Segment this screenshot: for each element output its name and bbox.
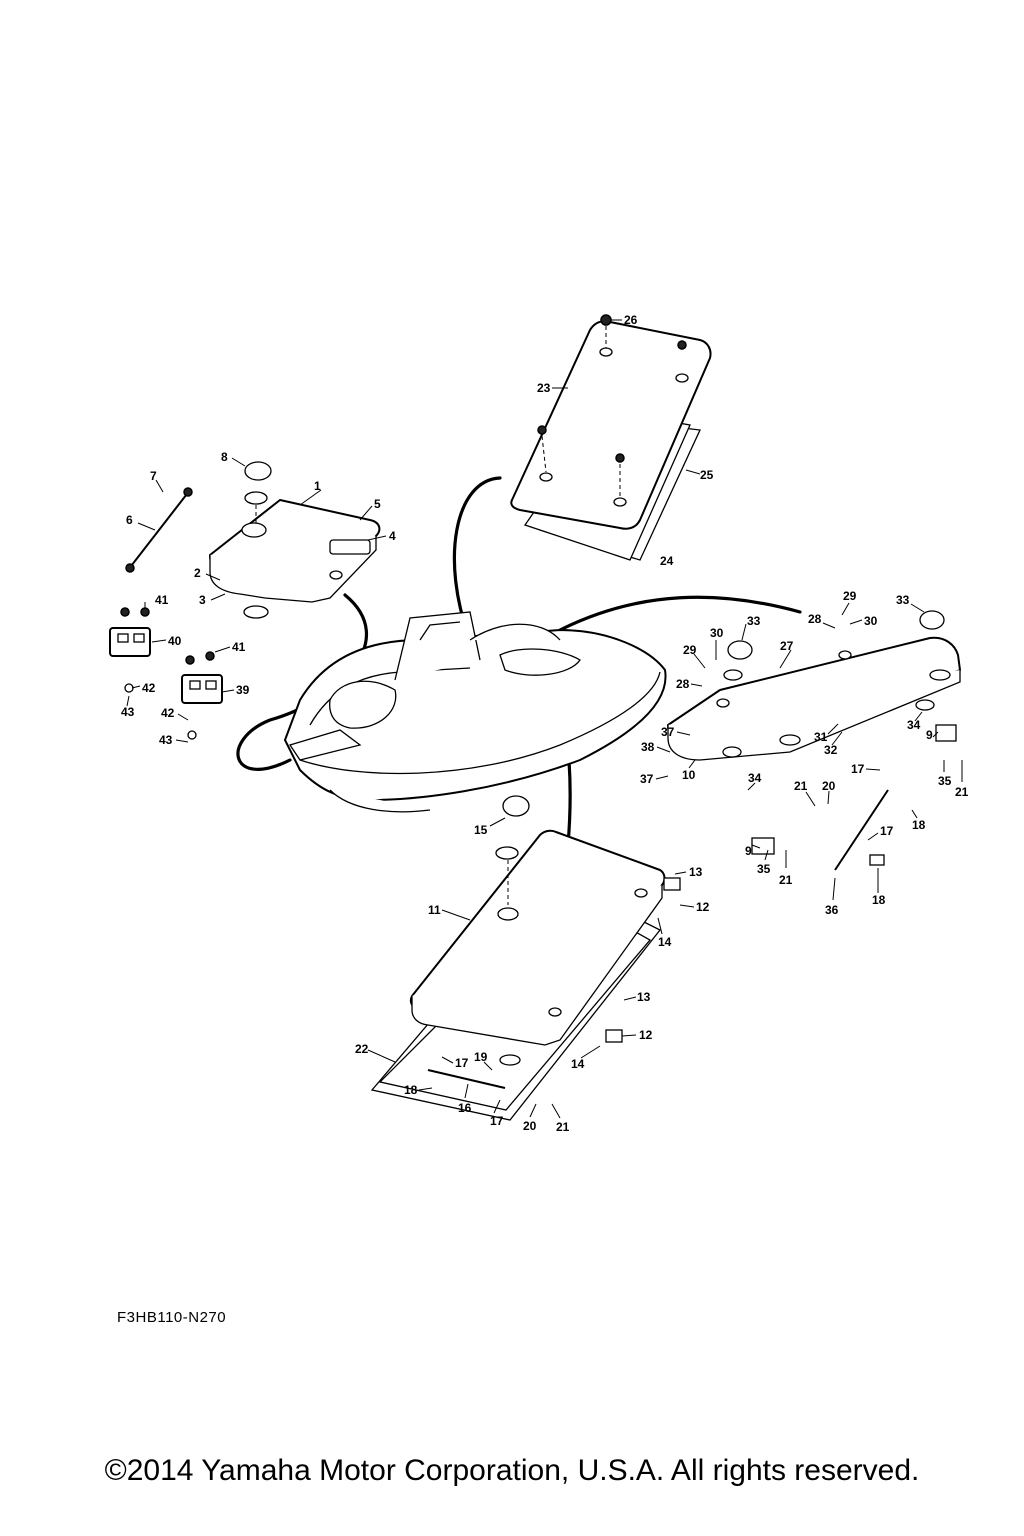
- callout-13-lower: 13: [637, 990, 651, 1004]
- callout-25: 25: [700, 468, 714, 482]
- callout-11: 11: [428, 903, 441, 917]
- callout-41-b: 41: [232, 640, 246, 654]
- callout-14-upper: 14: [658, 935, 672, 949]
- callout-35-a: 35: [757, 862, 771, 876]
- callout-28-b: 28: [808, 612, 822, 626]
- callout-7: 7: [150, 469, 157, 483]
- callout-39: 39: [236, 683, 250, 697]
- top-hatch-assembly: [510, 314, 712, 561]
- callout-37-b: 37: [640, 772, 654, 786]
- callout-17-d: 17: [880, 824, 894, 838]
- drawing-code: F3HB110-N270: [117, 1309, 227, 1326]
- callout-33-a: 33: [747, 614, 761, 628]
- callout-9-left: 9: [745, 844, 752, 858]
- callout-40: 40: [168, 634, 182, 648]
- callout-10: 10: [682, 768, 696, 782]
- callout-21-a: 21: [556, 1120, 570, 1134]
- callout-37-a: 37: [661, 725, 675, 739]
- callout-21-b: 21: [794, 779, 808, 793]
- callout-19: 19: [474, 1050, 488, 1064]
- callout-18-c: 18: [872, 893, 886, 907]
- callout-21-c: 21: [779, 873, 793, 887]
- callout-4: 4: [389, 529, 396, 543]
- bow-lid-assembly: [125, 461, 381, 619]
- callout-34-a: 34: [748, 771, 762, 785]
- callout-20-b: 20: [822, 779, 836, 793]
- callout-36: 36: [825, 903, 839, 917]
- callout-12-upper: 12: [696, 900, 710, 914]
- callouts: 1 2 3 4 5 6 7 8 9 9 10 11 12 12 13 13 14…: [121, 313, 969, 1134]
- callout-20-a: 20: [523, 1119, 537, 1133]
- callout-42-b: 42: [161, 706, 175, 720]
- callout-41-a: 41: [155, 593, 169, 607]
- callout-18-b: 18: [912, 818, 926, 832]
- callout-30-b: 30: [864, 614, 878, 628]
- copyright-notice: ©2014 Yamaha Motor Corporation, U.S.A. A…: [104, 1454, 920, 1487]
- callout-8: 8: [221, 450, 228, 464]
- callout-43-b: 43: [159, 733, 173, 747]
- callout-33-b: 33: [896, 593, 910, 607]
- callout-9-right: 9: [926, 728, 933, 742]
- callout-24: 24: [660, 554, 674, 568]
- callout-1: 1: [314, 479, 321, 493]
- callout-15: 15: [474, 823, 488, 837]
- callout-18-a: 18: [404, 1083, 418, 1097]
- callout-35-b: 35: [938, 774, 952, 788]
- callout-17-b: 17: [490, 1114, 504, 1128]
- callout-34-b: 34: [907, 718, 921, 732]
- callout-16: 16: [458, 1101, 472, 1115]
- callout-21-d: 21: [955, 785, 969, 799]
- callout-26: 26: [624, 313, 638, 327]
- callout-27: 27: [780, 639, 794, 653]
- boat-hull: [284, 611, 667, 813]
- callout-22: 22: [355, 1042, 369, 1056]
- callout-29-a: 29: [683, 643, 697, 657]
- callout-17-a: 17: [455, 1056, 469, 1070]
- callout-29-b: 29: [843, 589, 857, 603]
- callout-31: 31: [814, 730, 828, 744]
- callout-28-a: 28: [676, 677, 690, 691]
- callout-5: 5: [374, 497, 381, 511]
- callout-17-c: 17: [851, 762, 865, 776]
- callout-23: 23: [537, 381, 551, 395]
- callout-32: 32: [824, 743, 838, 757]
- callout-38: 38: [641, 740, 655, 754]
- callout-30-a: 30: [710, 626, 724, 640]
- callout-3: 3: [199, 593, 206, 607]
- callout-13-upper: 13: [689, 865, 703, 879]
- callout-6: 6: [126, 513, 133, 527]
- callout-42-a: 42: [142, 681, 156, 695]
- callout-2: 2: [194, 566, 201, 580]
- stern-lid-assembly: [667, 610, 961, 871]
- callout-14-lower: 14: [571, 1057, 585, 1071]
- cockpit-lid-assembly: [370, 795, 681, 1121]
- bracket-parts: [109, 607, 223, 740]
- callout-43-a: 43: [121, 705, 135, 719]
- callout-12-lower: 12: [639, 1028, 653, 1042]
